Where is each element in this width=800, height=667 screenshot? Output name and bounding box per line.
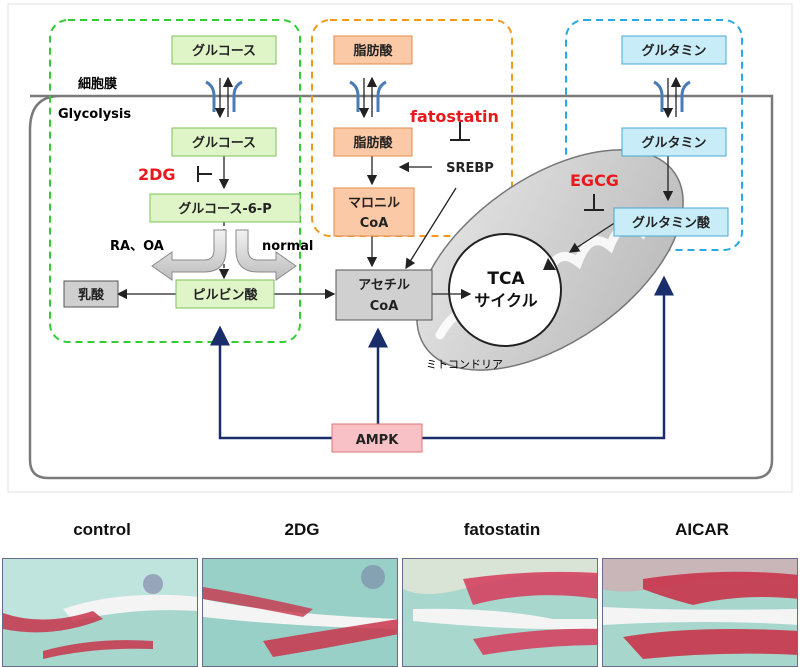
svg-text:グルタミン: グルタミン bbox=[641, 135, 706, 151]
cycle-label: サイクル bbox=[474, 291, 537, 310]
node-fatty-acid-out: 脂肪酸 bbox=[333, 35, 413, 65]
mitochondrion bbox=[416, 149, 684, 371]
normal-label: normal bbox=[262, 239, 313, 254]
transporter-glutamine bbox=[653, 80, 691, 112]
normal-arrow bbox=[235, 229, 297, 281]
node-glucose-out: グルコース bbox=[171, 35, 277, 65]
mitochondria-label: ミトコンドリア bbox=[426, 358, 503, 371]
node-glutamate: グルタミン酸 bbox=[613, 207, 729, 237]
node-glutamine-in: グルタミン bbox=[621, 127, 727, 157]
svg-text:グルコース-6-P: グルコース-6-P bbox=[178, 201, 271, 217]
ra-oa-arrow bbox=[151, 229, 227, 281]
glycolysis-box bbox=[49, 19, 301, 343]
node-ampk: AMPK bbox=[331, 423, 423, 453]
svg-text:グルタミン: グルタミン bbox=[641, 43, 706, 59]
caption-control: control bbox=[73, 520, 131, 539]
svg-text:CoA: CoA bbox=[370, 299, 399, 314]
caption-2dg: 2DG bbox=[284, 520, 320, 539]
node-glucose-6-p: グルコース-6-P bbox=[149, 193, 301, 223]
svg-text:ピルビン酸: ピルビン酸 bbox=[192, 287, 258, 303]
svg-text:脂肪酸: 脂肪酸 bbox=[352, 135, 393, 151]
histology-image-aicar bbox=[602, 558, 798, 667]
histology-image-2dg bbox=[202, 558, 398, 667]
cell-membrane bbox=[28, 94, 774, 480]
histology-image-fatostatin bbox=[402, 558, 598, 667]
node-pyruvate: ピルビン酸 bbox=[175, 279, 275, 309]
svg-text:グルコース: グルコース bbox=[192, 43, 256, 59]
node-lactate: 乳酸 bbox=[63, 280, 119, 308]
node-malonyl-coa: マロニル CoA bbox=[333, 187, 415, 237]
node-glucose-in: グルコース bbox=[171, 127, 277, 157]
svg-text:マロニル: マロニル bbox=[348, 196, 400, 211]
transporter-fatty-acid bbox=[349, 80, 387, 112]
caption-aicar: AICAR bbox=[675, 520, 729, 539]
ra-oa-label: RA、OA bbox=[110, 239, 164, 254]
svg-text:乳酸: 乳酸 bbox=[78, 287, 105, 303]
node-srebp: SREBP bbox=[446, 161, 494, 176]
transporter-glucose bbox=[205, 80, 243, 112]
node-glutamine-out: グルタミン bbox=[621, 35, 727, 65]
svg-text:CoA: CoA bbox=[360, 216, 389, 231]
metabolic-pathway-diagram: グルコース グルコース グルコース-6-P ピルビン酸 乳酸 脂肪酸 脂肪酸 マ… bbox=[7, 3, 793, 493]
inhibitor-egcg: EGCG bbox=[570, 171, 619, 190]
histology-image-control bbox=[2, 558, 198, 667]
membrane-label: 細胞膜 bbox=[78, 76, 117, 92]
inhibitor-fatostatin: fatostatin bbox=[410, 107, 499, 126]
tca-cycle-arrowhead bbox=[543, 258, 556, 270]
svg-text:アセチル: アセチル bbox=[358, 278, 410, 293]
node-fatty-acid-in: 脂肪酸 bbox=[333, 127, 413, 157]
svg-text:AMPK: AMPK bbox=[356, 433, 400, 448]
inhibitor-2dg: 2DG bbox=[138, 165, 176, 184]
node-acetyl-coa: アセチル CoA bbox=[335, 269, 433, 321]
svg-text:脂肪酸: 脂肪酸 bbox=[352, 43, 393, 59]
tca-label: TCA bbox=[487, 269, 525, 289]
svg-text:グルタミン酸: グルタミン酸 bbox=[632, 215, 711, 231]
svg-text:グルコース: グルコース bbox=[192, 135, 256, 151]
caption-fatostatin: fatostatin bbox=[463, 520, 541, 539]
glycolysis-label: Glycolysis bbox=[58, 107, 131, 122]
